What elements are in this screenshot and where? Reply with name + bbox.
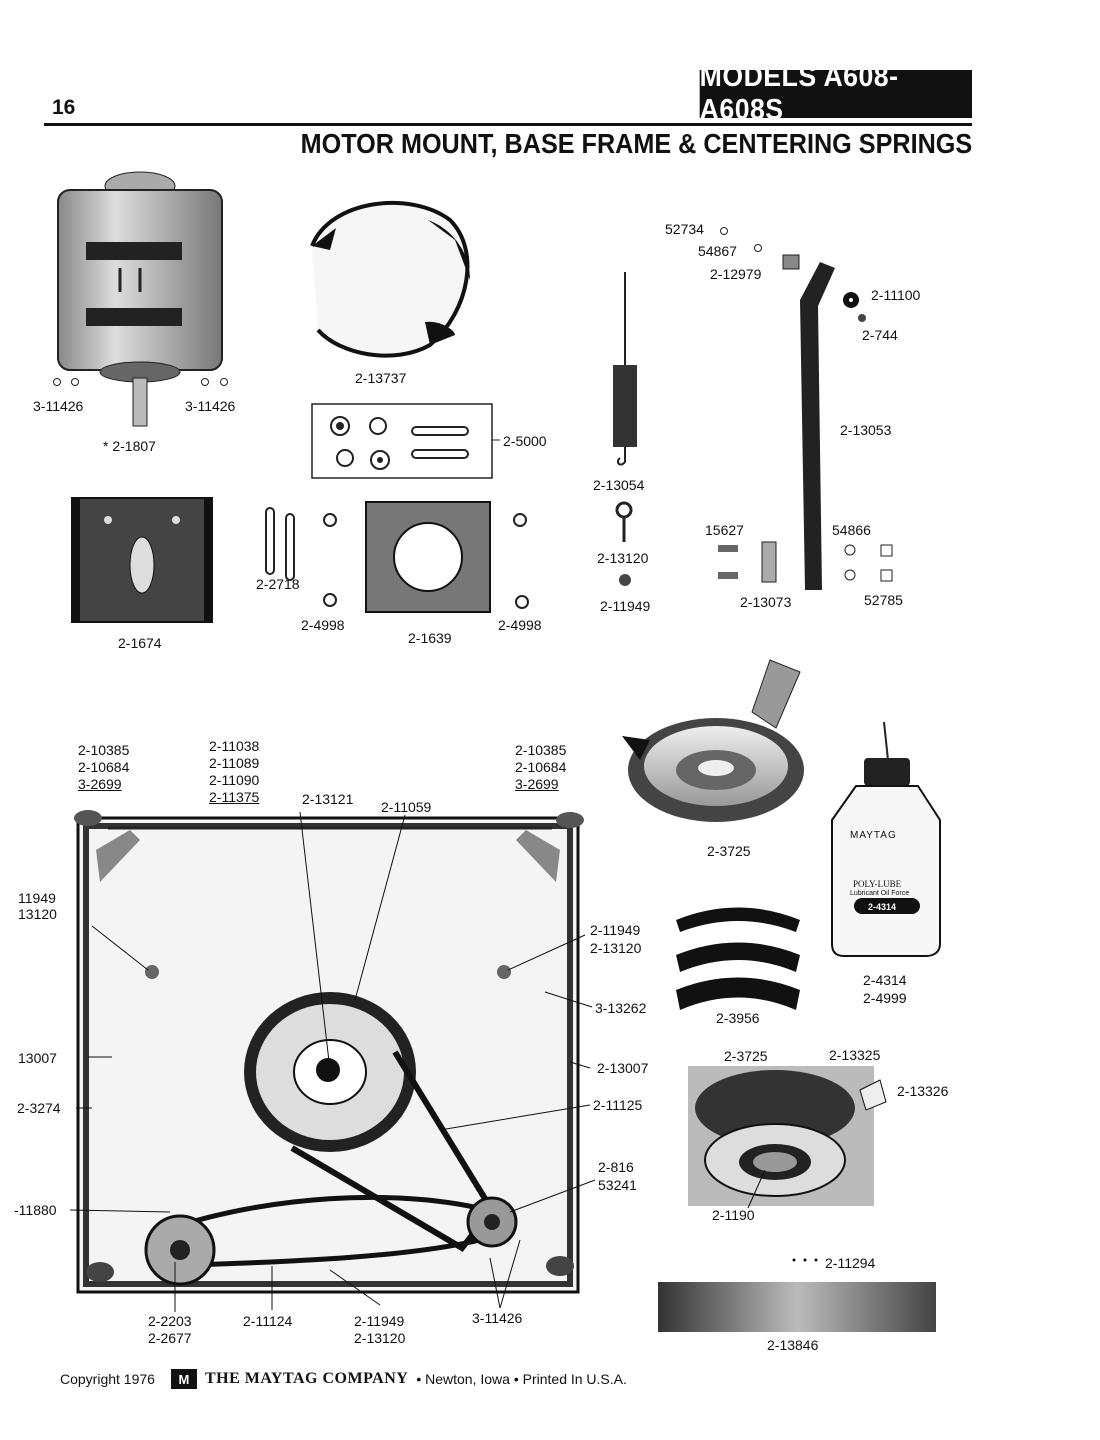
part-label: 2-3956: [716, 1010, 760, 1026]
part-label: 2-13120: [597, 550, 649, 566]
part-label: 2-4998: [301, 617, 345, 633]
part-label: 2-13846: [767, 1337, 819, 1353]
motor-cover-illustration: [310, 200, 470, 358]
part-label: 3-11426: [185, 398, 236, 414]
base-frame-illustration: [69, 810, 596, 1312]
copyright-text: Copyright 1976: [60, 1371, 155, 1387]
part-label: 2-11949: [600, 598, 651, 614]
part-label: 3-11426: [472, 1310, 523, 1326]
part-label: 2-2718: [256, 576, 300, 592]
bracket-illustration: [718, 227, 893, 590]
location-text: • Newton, Iowa • Printed In U.S.A.: [416, 1371, 627, 1387]
part-label: 2-3725: [724, 1048, 768, 1064]
part-label: 2-11059: [381, 799, 432, 815]
part-label: * 2-1807: [103, 438, 156, 454]
part-label: 3-13262: [595, 1000, 647, 1016]
part-label: 3-11426: [33, 398, 84, 414]
part-label: 2-744: [862, 327, 898, 343]
part-label: 2-12979: [710, 266, 762, 282]
company-name: THE MAYTAG COMPANY: [204, 1370, 409, 1387]
part-label: 2-13007: [597, 1060, 649, 1076]
part-label: 2-11294: [825, 1255, 876, 1271]
part-label: 15627: [705, 522, 744, 538]
part-label: 13007: [18, 1050, 57, 1066]
part-label: 13120: [18, 906, 57, 922]
kit-panel: [311, 403, 500, 479]
part-label: 2-11038: [209, 738, 260, 754]
part-label: 54866: [832, 522, 871, 538]
part-label: 2-11949: [354, 1313, 405, 1329]
page-title: MOTOR MOUNT, BASE FRAME & CENTERING SPRI…: [300, 128, 972, 159]
oil-bottle-illustration: [831, 721, 941, 957]
part-label: 2-10684: [515, 759, 567, 775]
part-label: 2-13326: [897, 1083, 949, 1099]
part-label: 2-11949: [590, 922, 641, 938]
header-rule: [44, 123, 972, 126]
part-label: 2-13737: [355, 370, 407, 386]
part-label: 2-1190: [712, 1207, 755, 1223]
part-label: 2-13120: [354, 1330, 406, 1346]
part-label: 2-11124: [243, 1313, 293, 1329]
part-label: 2-13325: [829, 1047, 881, 1063]
part-label: 2-2203: [148, 1313, 192, 1329]
spring-illustration: [613, 272, 637, 586]
part-label: 2-2677: [148, 1330, 192, 1346]
part-label: -11880: [14, 1202, 57, 1218]
part-label: 52785: [864, 592, 903, 608]
part-label: 2-4998: [498, 617, 542, 633]
strip-illustration: [658, 1258, 936, 1332]
motor-plate-illustration: [71, 497, 213, 623]
part-label: 3-2699: [78, 776, 122, 792]
part-label: 2-11090: [209, 772, 260, 788]
lower-hub-illustration: [688, 1066, 887, 1209]
part-label: 2-10385: [78, 742, 130, 758]
part-label: 2-3725: [707, 843, 751, 859]
part-label: 2-13054: [593, 477, 645, 493]
part-label: 2-13120: [590, 940, 642, 956]
part-label: 2-4314: [863, 972, 907, 988]
mount-plate-illustration: [265, 501, 529, 613]
part-label: 11949: [18, 890, 56, 906]
bottle-product: POLY-LUBE: [853, 879, 902, 889]
part-label: 2-11100: [871, 287, 921, 303]
hub-illustration: [622, 659, 804, 822]
part-label: 2-10385: [515, 742, 567, 758]
part-label: 2-4999: [863, 990, 907, 1006]
footer: Copyright 1976 M THE MAYTAG COMPANY • Ne…: [60, 1369, 627, 1389]
page-number: 16: [52, 96, 76, 119]
bottle-subtitle: Lubricant Oil Force: [850, 890, 910, 897]
part-label: 2-1639: [408, 630, 452, 646]
bottle-brand: MAYTAG: [850, 830, 897, 841]
part-label: 2-11125: [593, 1097, 643, 1113]
part-label: 2-3274: [17, 1100, 61, 1116]
part-label: 2-11089: [209, 755, 260, 771]
part-label: 2-11375: [209, 789, 260, 805]
bottle-code: 2-4314: [868, 902, 897, 912]
part-label: 2-13073: [740, 594, 792, 610]
part-label: 2-13053: [840, 422, 892, 438]
part-label: 3-2699: [515, 776, 559, 792]
part-label: 53241: [598, 1177, 637, 1193]
part-label: 2-5000: [503, 433, 547, 449]
part-label: 2-816: [598, 1159, 634, 1175]
part-label: 2-1674: [118, 635, 162, 651]
part-label: 2-13121: [302, 791, 354, 807]
motor-illustration: [53, 171, 228, 427]
strips-illustration: [676, 907, 800, 1010]
maytag-logo: M: [170, 1369, 197, 1389]
part-label: 2-10684: [78, 759, 130, 775]
part-label: 54867: [698, 243, 737, 259]
models-banner: MODELS A608-A608S: [699, 61, 972, 126]
part-label: 52734: [665, 221, 704, 237]
